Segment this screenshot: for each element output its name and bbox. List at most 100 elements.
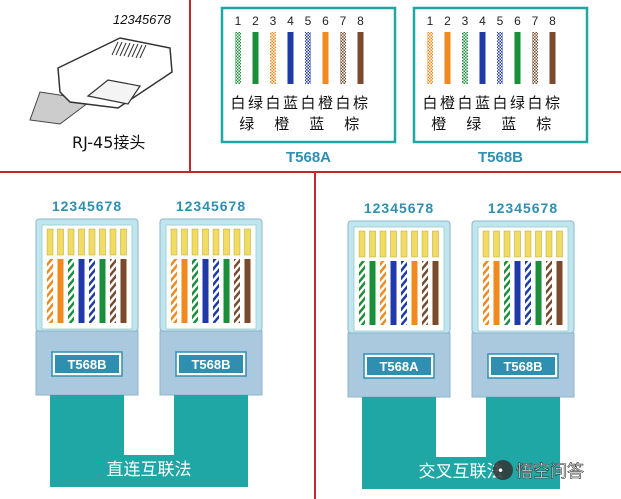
connector-wire-solid <box>181 259 188 323</box>
gold-contact <box>170 228 178 256</box>
pin-number: 6 <box>514 14 521 28</box>
wire-striped <box>235 32 241 84</box>
connector-wire-solid <box>369 261 376 325</box>
connector-wire-solid <box>432 261 439 325</box>
wire-color-label: 白 <box>422 94 437 112</box>
watermark-text: 悟空问答 <box>516 462 584 482</box>
connector-wire-solid <box>493 261 500 325</box>
connector-wire-solid <box>120 259 127 323</box>
connector-standard-plate-fill <box>55 355 119 373</box>
gold-contact <box>202 228 209 256</box>
connector-window <box>477 226 569 332</box>
gold-contact <box>233 228 241 256</box>
rj45-caption: RJ-45接头 <box>72 133 145 152</box>
connector-wire-striped <box>525 261 531 325</box>
wire-solid <box>357 32 364 84</box>
connector-standard-label: T568B <box>503 359 542 374</box>
pin-number: 3 <box>270 14 277 28</box>
pin-number: 8 <box>357 14 364 28</box>
gold-contact <box>379 230 387 258</box>
connector-wire-solid <box>244 259 251 323</box>
wire-striped <box>462 32 468 84</box>
connector-standard-label: T568B <box>191 357 230 372</box>
pin-number: 6 <box>322 14 329 28</box>
wire-color-label: 蓝 <box>475 94 490 112</box>
wire-solid <box>252 32 259 84</box>
connector-wire-striped <box>401 261 407 325</box>
wire-striped <box>270 32 276 84</box>
connector-wire-striped <box>546 261 552 325</box>
wire-color-label-second-line: 棕 <box>344 115 359 133</box>
gold-contact <box>400 230 408 258</box>
connector-wire-solid <box>99 259 106 323</box>
wire-solid <box>479 32 486 84</box>
connector-wire-striped <box>89 259 95 323</box>
gold-contact <box>57 228 64 256</box>
connector-wire-striped <box>380 261 386 325</box>
connector-wire-striped <box>110 259 116 323</box>
connector-wire-striped <box>47 259 53 323</box>
connector-standard-plate-fill <box>491 357 555 375</box>
connector-pin-numbers: 12345678 <box>488 200 558 216</box>
connector-wire-solid <box>411 261 418 325</box>
gold-contact <box>503 230 511 258</box>
gold-contact <box>369 230 376 258</box>
pin-number: 7 <box>340 14 347 28</box>
wire-color-label: 绿 <box>510 94 525 112</box>
connector-wire-solid <box>535 261 542 325</box>
gold-contact <box>99 228 106 256</box>
pin-number: 5 <box>305 14 312 28</box>
gold-contact <box>545 230 553 258</box>
connector-wire-striped <box>234 259 240 323</box>
gold-contact <box>411 230 418 258</box>
rj45-body <box>57 37 173 109</box>
gold-contact <box>212 228 220 256</box>
cable-title: 直连互联法 <box>107 460 192 480</box>
wire-solid <box>287 32 294 84</box>
wire-striped <box>532 32 538 84</box>
pin-number: 4 <box>479 14 486 28</box>
rj45-pin-numbers: 12345678 <box>113 12 172 27</box>
wire-striped <box>427 32 433 84</box>
wire-solid <box>444 32 451 84</box>
wire-color-label: 白 <box>492 94 507 112</box>
gold-contact <box>109 228 117 256</box>
gold-contact <box>244 228 251 256</box>
wire-color-label-second-line: 绿 <box>239 115 254 133</box>
wire-color-label: 白 <box>230 94 245 112</box>
connector-window <box>353 226 445 332</box>
wire-color-label: 棕 <box>353 94 368 112</box>
pin-number: 5 <box>497 14 504 28</box>
connector-wire-striped <box>483 261 489 325</box>
pin-number: 2 <box>252 14 259 28</box>
wire-solid <box>322 32 329 84</box>
watermark-logo-icon <box>493 460 513 480</box>
gold-contact <box>514 230 521 258</box>
connector-pin-numbers: 12345678 <box>176 198 246 214</box>
connector-wire-solid <box>57 259 64 323</box>
wire-color-label: 白 <box>335 94 350 112</box>
wire-color-label: 白 <box>527 94 542 112</box>
connector-wire-solid <box>514 261 521 325</box>
connector-wire-solid <box>390 261 397 325</box>
wire-color-label: 白 <box>457 94 472 112</box>
connector-wire-striped <box>359 261 365 325</box>
pin-number: 3 <box>462 14 469 28</box>
gold-contact <box>421 230 429 258</box>
connector-wire-solid <box>78 259 85 323</box>
cable-body <box>50 395 248 487</box>
cable-title: 交叉互联法 <box>419 462 504 482</box>
connector-wire-striped <box>213 259 219 323</box>
gold-contact <box>556 230 563 258</box>
gold-contact <box>358 230 366 258</box>
watermark: • 悟空问答 <box>493 460 584 482</box>
connector-wire-striped <box>68 259 74 323</box>
wire-striped <box>340 32 346 84</box>
gold-contact <box>46 228 54 256</box>
rj45-clip <box>86 79 142 105</box>
wire-color-label-second-line: 橙 <box>431 115 446 133</box>
